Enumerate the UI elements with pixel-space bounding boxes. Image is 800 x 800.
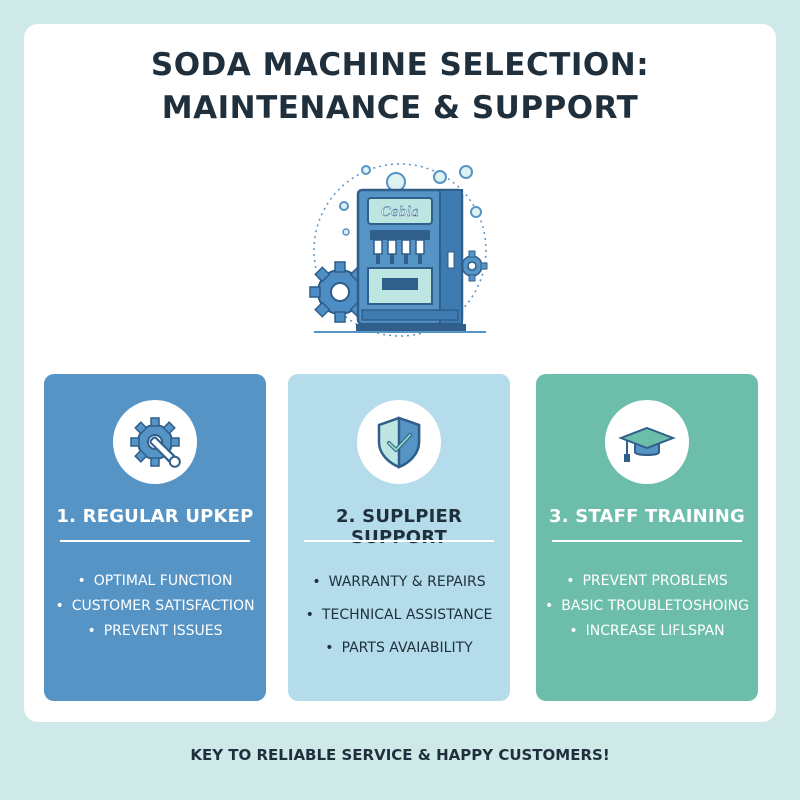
panel-badge — [605, 400, 689, 484]
soda-machine-illustration: Cebla — [300, 160, 500, 340]
list-item: •CUSTOMER SATISFACTION — [55, 598, 255, 614]
list-item: •PREVENT ISSUES — [87, 623, 223, 639]
title-line-1: SODA MACHINE SELECTION: — [150, 47, 650, 83]
page-title: SODA MACHINE SELECTION: MAINTENANCE & SU… — [0, 44, 800, 130]
list-item: •INCREASE LIFLSPAN — [569, 623, 725, 639]
panel-title: 3. STAFF TRAINING — [548, 506, 746, 527]
panel-staff-training: 3. STAFF TRAINING •PREVENT PROBLEMS •BAS… — [536, 374, 758, 701]
list-item: •BASIC TROUBLETOSHOING — [545, 598, 749, 614]
panel-regular-upkeep: 1. REGULAR UPKEP •OPTIMAL FUNCTION •CUST… — [44, 374, 266, 701]
panel-list: •WARRANTY & REPAIRS •TECHNICAL ASSISTANC… — [288, 566, 510, 665]
machine-screen-text: Cebla — [381, 205, 419, 220]
panel-badge — [357, 400, 441, 484]
title-line-2: MAINTENANCE & SUPPORT — [161, 90, 639, 126]
shield-check-icon — [377, 416, 421, 469]
panel-title: 2. SUPLPIER SUPPORT — [335, 506, 463, 548]
divider — [304, 540, 494, 542]
wrench-gear-icon — [130, 417, 181, 468]
soda-machine-icon: Cebla — [309, 163, 488, 337]
divider — [60, 540, 250, 542]
list-item: •PREVENT PROBLEMS — [566, 573, 728, 589]
panel-badge — [113, 400, 197, 484]
list-item: •WARRANTY & REPAIRS — [312, 574, 486, 590]
list-item: •PARTS AVAIABILITY — [325, 640, 473, 656]
panel-title: 1. REGULAR UPKEP — [56, 506, 254, 527]
list-item: •OPTIMAL FUNCTION — [77, 573, 233, 589]
panel-list: •OPTIMAL FUNCTION •CUSTOMER SATISFACTION… — [44, 569, 266, 644]
graduation-cap-icon — [618, 426, 676, 462]
list-item: •TECHNICAL ASSISTANCE — [305, 607, 493, 623]
divider — [552, 540, 742, 542]
footer-tagline: KEY TO RELIABLE SERVICE & HAPPY CUSTOMER… — [190, 746, 610, 764]
panel-list: •PREVENT PROBLEMS •BASIC TROUBLETOSHOING… — [536, 569, 758, 644]
panel-supplier-support: 2. SUPLPIER SUPPORT •WARRANTY & REPAIRS … — [288, 374, 510, 701]
